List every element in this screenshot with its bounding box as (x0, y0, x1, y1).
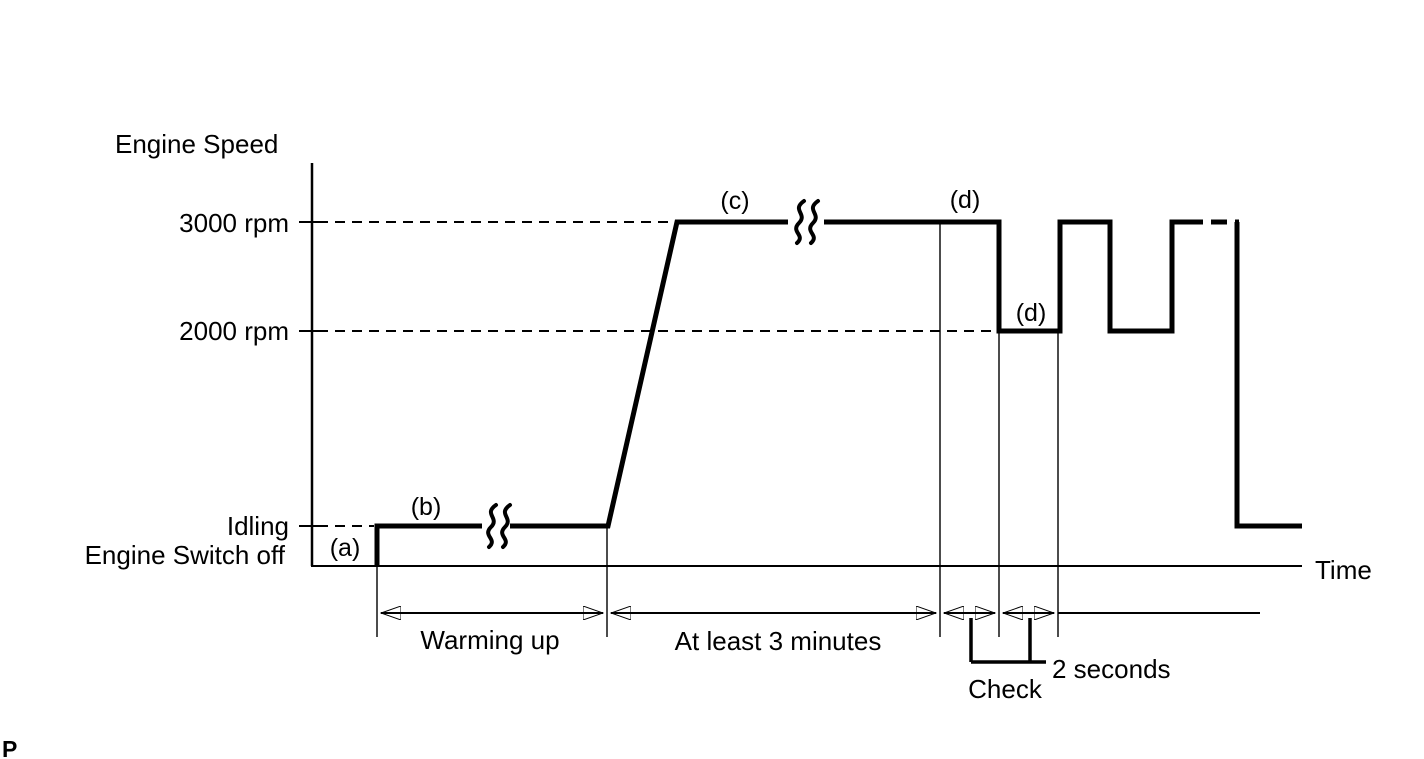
waveform-final-drop-to-idle (1234, 222, 1302, 529)
y-axis-title: Engine Speed (115, 129, 278, 159)
marker-b: (b) (411, 493, 442, 521)
marker-d-low: (d) (1016, 299, 1047, 327)
waveform-idle-to-3000-ramp (510, 219, 788, 529)
x-axis-title: Time (1315, 555, 1372, 585)
page-marker: P (2, 736, 17, 759)
level-label-idling: Idling (227, 511, 289, 541)
marker-a: (a) (330, 534, 361, 562)
annotation-2-seconds: 2 seconds (1052, 654, 1171, 684)
annotation-warming-up: Warming up (420, 625, 559, 655)
marker-d-top: (d) (950, 186, 981, 214)
waveform-3000-and-pulses (824, 219, 1187, 334)
marker-c: (c) (720, 187, 749, 215)
break-mark-idling (486, 503, 512, 549)
level-label-3000: 3000 rpm (179, 208, 289, 238)
two-seconds-bracket (969, 618, 1046, 664)
annotation-at-least-3-minutes: At least 3 minutes (675, 626, 882, 656)
level-label-2000: 2000 rpm (179, 316, 289, 346)
break-mark-3000 (794, 199, 820, 245)
annotation-check: Check (968, 674, 1043, 704)
waveform-start-and-idle (374, 523, 482, 566)
level-label-engine-switch-off: Engine Switch off (85, 540, 286, 570)
